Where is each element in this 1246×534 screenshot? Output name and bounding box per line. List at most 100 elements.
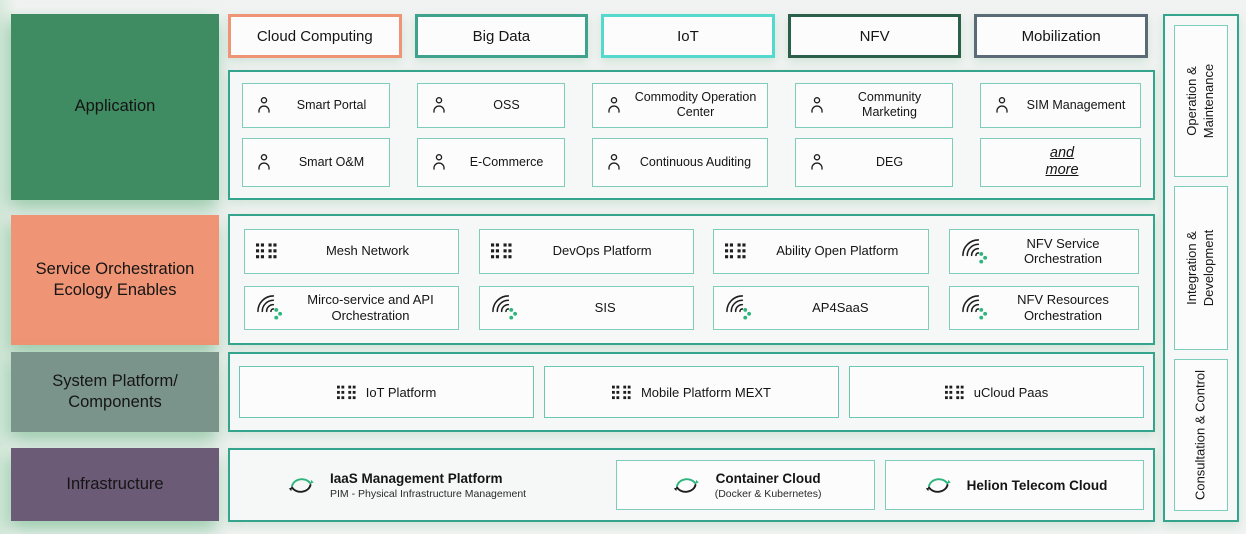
orchestration-icon: [961, 294, 988, 321]
app-item-label: E-Commerce: [469, 154, 544, 169]
sidebar-box-label: Consultation & Control: [1192, 369, 1208, 501]
tab-label: IoT: [677, 27, 699, 45]
infra-item-helion-telecom-cloud: Helion Telecom Cloud: [885, 460, 1144, 510]
orchestration-icon: [725, 294, 752, 321]
app-item-community-marketing: Community Marketing: [795, 83, 953, 128]
tab-cloud-computing: Cloud Computing: [228, 14, 402, 58]
system-item-label: IoT Platform: [365, 384, 437, 400]
grid-icon: [256, 243, 277, 259]
service-item-sis: SIS: [478, 285, 694, 330]
app-item-label: DEG: [875, 154, 904, 169]
app-item-label: Continuous Auditing: [639, 154, 752, 169]
cloud-sync-icon: [285, 472, 317, 498]
layer-label: Service Orchestration Ecology Enables: [35, 259, 195, 299]
app-item-label: Community Marketing: [857, 90, 922, 120]
service-item-nfv-service-orchestration: NFV Service Orchestration: [948, 229, 1139, 274]
tab-label: NFV: [859, 27, 890, 45]
infra-item-text: IaaS Management Platform PIM - Physical …: [330, 471, 526, 500]
app-item-continuous-auditing: Continuous Auditing: [592, 137, 768, 187]
infra-item-text: Container Cloud (Docker & Kubernetes): [715, 471, 822, 500]
person-icon: [429, 95, 449, 115]
service-item-label: Ability Open Platform: [776, 243, 899, 259]
service-orchestration-section: Mesh Network DevOps Platform Ability Ope…: [228, 214, 1155, 345]
service-item-label: NFV Service Orchestration: [1023, 235, 1102, 267]
system-item-label: Mobile Platform MEXT: [640, 384, 772, 400]
person-icon: [429, 152, 449, 172]
infra-item-title: Helion Telecom Cloud: [966, 477, 1108, 493]
sidebar-box-operation-maintenance: Operation &Maintenance: [1174, 25, 1228, 177]
person-icon: [807, 95, 827, 115]
layer-label: System Platform/ Components: [52, 371, 178, 411]
person-icon: [992, 95, 1012, 115]
grid-icon: [944, 385, 964, 400]
person-icon: [604, 152, 624, 172]
and-more-label: and more: [1045, 144, 1079, 179]
service-item-label: DevOps Platform: [552, 243, 652, 259]
layer-application: Application: [11, 14, 219, 200]
tab-label: Big Data: [472, 27, 531, 45]
system-item-mobile-platform-mext: Mobile Platform MEXT: [544, 366, 839, 418]
app-item-oss: OSS: [417, 83, 565, 128]
cloud-sync-icon: [922, 472, 954, 498]
top-category-row: Cloud Computing Big Data IoT NFV Mobiliz…: [228, 14, 1148, 58]
person-icon: [254, 152, 274, 172]
cloud-sync-icon: [670, 472, 702, 498]
service-item-label: SIS: [594, 299, 616, 315]
system-item-ucloud-paas: uCloud Paas: [849, 366, 1144, 418]
sidebar-box-label: Integration &Development: [1184, 229, 1216, 307]
grid-icon: [490, 243, 512, 259]
service-item-ability-open-platform: Ability Open Platform: [713, 229, 930, 274]
service-item-devops-platform: DevOps Platform: [478, 229, 694, 274]
tab-iot: IoT: [601, 14, 775, 58]
service-item-label: NFV Resources Orchestration: [1017, 292, 1109, 323]
layer-label: Infrastructure: [66, 474, 164, 493]
app-item-label: SIM Management: [1026, 97, 1126, 112]
infra-item-container-cloud: Container Cloud (Docker & Kubernetes): [616, 460, 876, 510]
infra-item-title: Container Cloud: [715, 470, 821, 486]
app-item-deg: DEG: [795, 137, 953, 187]
layer-label: Application: [74, 97, 156, 116]
infra-item-subtitle: PIM - Physical Infrastructure Management: [330, 487, 527, 500]
application-section: Smart Portal OSS Commodity Operation Cen…: [228, 70, 1155, 200]
orchestration-icon: [491, 294, 518, 321]
service-item-nfv-resources-orchestration: NFV Resources Orchestration: [948, 285, 1139, 330]
sidebar-box-label: Operation &Maintenance: [1184, 63, 1216, 139]
app-item-commodity-operation-center: Commodity Operation Center: [592, 83, 768, 128]
service-item-ap4saas: AP4SaaS: [713, 285, 930, 330]
system-item-label: uCloud Paas: [973, 384, 1049, 400]
app-item-smart-om: Smart O&M: [242, 137, 390, 187]
tab-label: Cloud Computing: [256, 27, 373, 45]
layer-infrastructure: Infrastructure: [11, 448, 219, 521]
grid-icon: [725, 243, 746, 259]
tab-mobilization: Mobilization: [974, 14, 1148, 58]
orchestration-icon: [961, 238, 988, 265]
app-item-label: Smart O&M: [298, 154, 365, 169]
grid-icon: [611, 385, 631, 400]
infra-item-text: Helion Telecom Cloud: [967, 478, 1108, 493]
infra-item-title: IaaS Management Platform: [330, 470, 503, 486]
layer-service-orchestration: Service Orchestration Ecology Enables: [11, 215, 219, 345]
app-item-and-more: and more: [980, 137, 1141, 187]
tab-label: Mobilization: [1021, 27, 1101, 45]
system-item-iot-platform: IoT Platform: [239, 366, 534, 418]
service-item-label: Mirco-service and API Orchestration: [307, 292, 434, 323]
person-icon: [254, 95, 274, 115]
service-item-mesh-network: Mesh Network: [244, 229, 459, 274]
app-item-label: OSS: [493, 97, 520, 112]
orchestration-icon: [256, 294, 283, 321]
layer-system-platform: System Platform/ Components: [11, 352, 219, 432]
system-platform-section: IoT Platform Mobile Platform MEXT uCloud…: [228, 352, 1155, 432]
app-item-label: Smart Portal: [296, 97, 367, 112]
app-item-label: Commodity Operation Center: [634, 90, 757, 120]
app-item-smart-portal: Smart Portal: [242, 83, 390, 128]
person-icon: [807, 152, 827, 172]
app-item-e-commerce: E-Commerce: [417, 137, 565, 187]
app-item-sim-management: SIM Management: [980, 83, 1141, 128]
tab-nfv: NFV: [787, 14, 962, 58]
person-icon: [604, 95, 624, 115]
service-item-label: AP4SaaS: [812, 299, 869, 315]
sidebar-box-consultation-control: Consultation & Control: [1174, 359, 1228, 511]
grid-icon: [336, 385, 356, 400]
right-sidebar: Operation &Maintenance Integration &Deve…: [1163, 14, 1239, 522]
